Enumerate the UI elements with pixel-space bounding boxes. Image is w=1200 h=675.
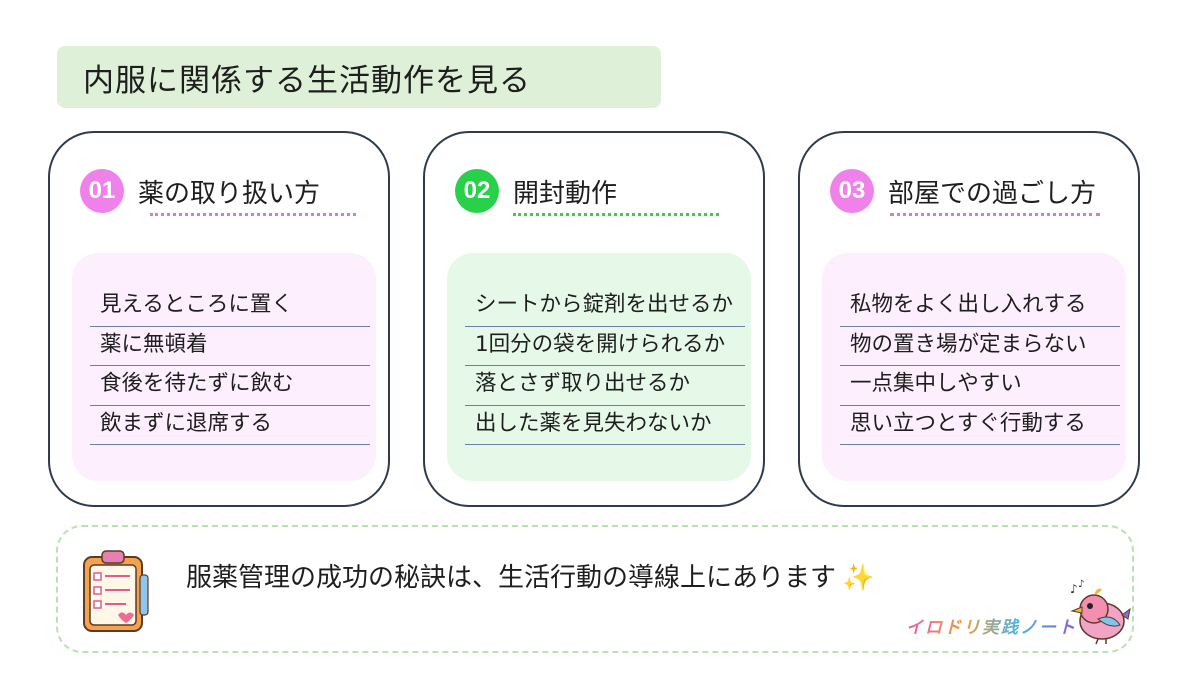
sparkle-icon: ✨ xyxy=(842,563,875,593)
card-medicine-handling: 01 薬の取り扱い方 見えるところに置く 薬に無頓着 食後を待たずに飲む 飲まず… xyxy=(48,131,390,507)
card-number-badge: 02 xyxy=(455,169,499,213)
card-header: 03 部屋での過ごし方 xyxy=(830,167,1096,215)
brand-logo-text: イロドリ実践ノート xyxy=(906,613,1077,638)
card-number-badge: 03 xyxy=(830,169,874,213)
card-number-badge: 01 xyxy=(80,169,124,213)
card-header: 02 開封動作 xyxy=(455,167,617,215)
list-item: 1回分の袋を開けられるか xyxy=(465,327,745,366)
list-item: 私物をよく出し入れする xyxy=(840,287,1120,327)
checklist-panel: 私物をよく出し入れする 物の置き場が定まらない 一点集中しやすい 思い立つとすぐ… xyxy=(822,253,1126,481)
clipboard-checklist-icon xyxy=(83,550,149,632)
checklist: 見えるところに置く 薬に無頓着 食後を待たずに飲む 飲まずに退席する xyxy=(90,287,370,445)
title-underline xyxy=(150,213,356,216)
svg-text:♪: ♪ xyxy=(1078,579,1084,590)
checklist: シートから錠剤を出せるか 1回分の袋を開けられるか 落とさず取り出せるか 出した… xyxy=(465,287,745,445)
list-item: 出した薬を見失わないか xyxy=(465,406,745,445)
summary-banner: 服薬管理の成功の秘訣は、生活行動の導線上にあります✨ イロドリ実践ノート ♪ ♪ xyxy=(56,525,1134,653)
card-title: 部屋での過ごし方 xyxy=(888,178,1097,209)
bird-mascot-icon: ♪ ♪ xyxy=(1070,579,1131,645)
summary-message: 服薬管理の成功の秘訣は、生活行動の導線上にあります✨ xyxy=(186,557,874,594)
card-title: 開封動作 xyxy=(513,178,618,209)
checklist: 私物をよく出し入れする 物の置き場が定まらない 一点集中しやすい 思い立つとすぐ… xyxy=(840,287,1120,445)
list-item: 食後を待たずに飲む xyxy=(90,366,370,406)
title-underline xyxy=(890,213,1100,216)
list-item: 思い立つとすぐ行動する xyxy=(840,406,1120,445)
card-opening-actions: 02 開封動作 シートから錠剤を出せるか 1回分の袋を開けられるか 落とさず取り… xyxy=(423,131,765,507)
list-item: 見えるところに置く xyxy=(90,287,370,327)
title-underline xyxy=(513,213,719,216)
page-title: 内服に関係する生活動作を見る xyxy=(57,46,661,108)
card-header: 01 薬の取り扱い方 xyxy=(80,167,320,215)
checklist-panel: 見えるところに置く 薬に無頓着 食後を待たずに飲む 飲まずに退席する xyxy=(72,253,376,481)
card-room-behavior: 03 部屋での過ごし方 私物をよく出し入れする 物の置き場が定まらない 一点集中… xyxy=(798,131,1140,507)
svg-text:♪: ♪ xyxy=(1070,582,1078,596)
list-item: 一点集中しやすい xyxy=(840,366,1120,406)
list-item: 落とさず取り出せるか xyxy=(465,366,745,406)
list-item: 物の置き場が定まらない xyxy=(840,327,1120,366)
list-item: シートから錠剤を出せるか xyxy=(465,287,745,327)
list-item: 飲まずに退席する xyxy=(90,406,370,445)
list-item: 薬に無頓着 xyxy=(90,327,370,366)
checklist-panel: シートから錠剤を出せるか 1回分の袋を開けられるか 落とさず取り出せるか 出した… xyxy=(447,253,751,481)
card-title: 薬の取り扱い方 xyxy=(138,178,321,209)
summary-message-text: 服薬管理の成功の秘訣は、生活行動の導線上にあります xyxy=(186,563,837,593)
